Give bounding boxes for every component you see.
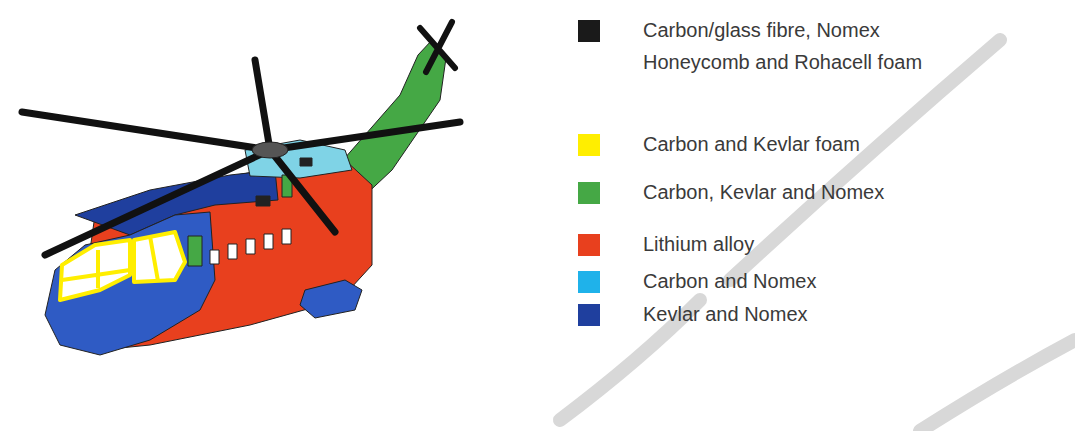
legend-swatch (578, 134, 600, 156)
legend-swatch (578, 20, 600, 42)
side-window (134, 232, 185, 282)
legend-label: Carbon and Nomex (643, 265, 1063, 297)
legend-label: Kevlar and Nomex (643, 298, 1063, 330)
legend-label: Carbon, Kevlar and Nomex (643, 176, 1063, 208)
legend-swatch (578, 234, 600, 256)
legend-swatch (578, 271, 600, 293)
cabin-windows (210, 229, 291, 264)
rotor-hub (252, 142, 288, 158)
nose (45, 212, 215, 355)
upper-window (256, 196, 270, 206)
tail-rotor (420, 22, 455, 72)
legend-label: Lithium alloy (643, 228, 1063, 260)
engine-intake (300, 158, 312, 166)
legend-label: Carbon/glass fibre, Nomex Honeycomb and … (643, 14, 943, 78)
main-rotor (22, 60, 460, 255)
legend-swatch (578, 304, 600, 326)
watermark-swoosh (560, 40, 1075, 431)
door-strip (188, 236, 202, 266)
sponson (300, 280, 362, 318)
legend-swatch (578, 182, 600, 204)
legend-label: Carbon and Kevlar foam (643, 128, 1063, 160)
